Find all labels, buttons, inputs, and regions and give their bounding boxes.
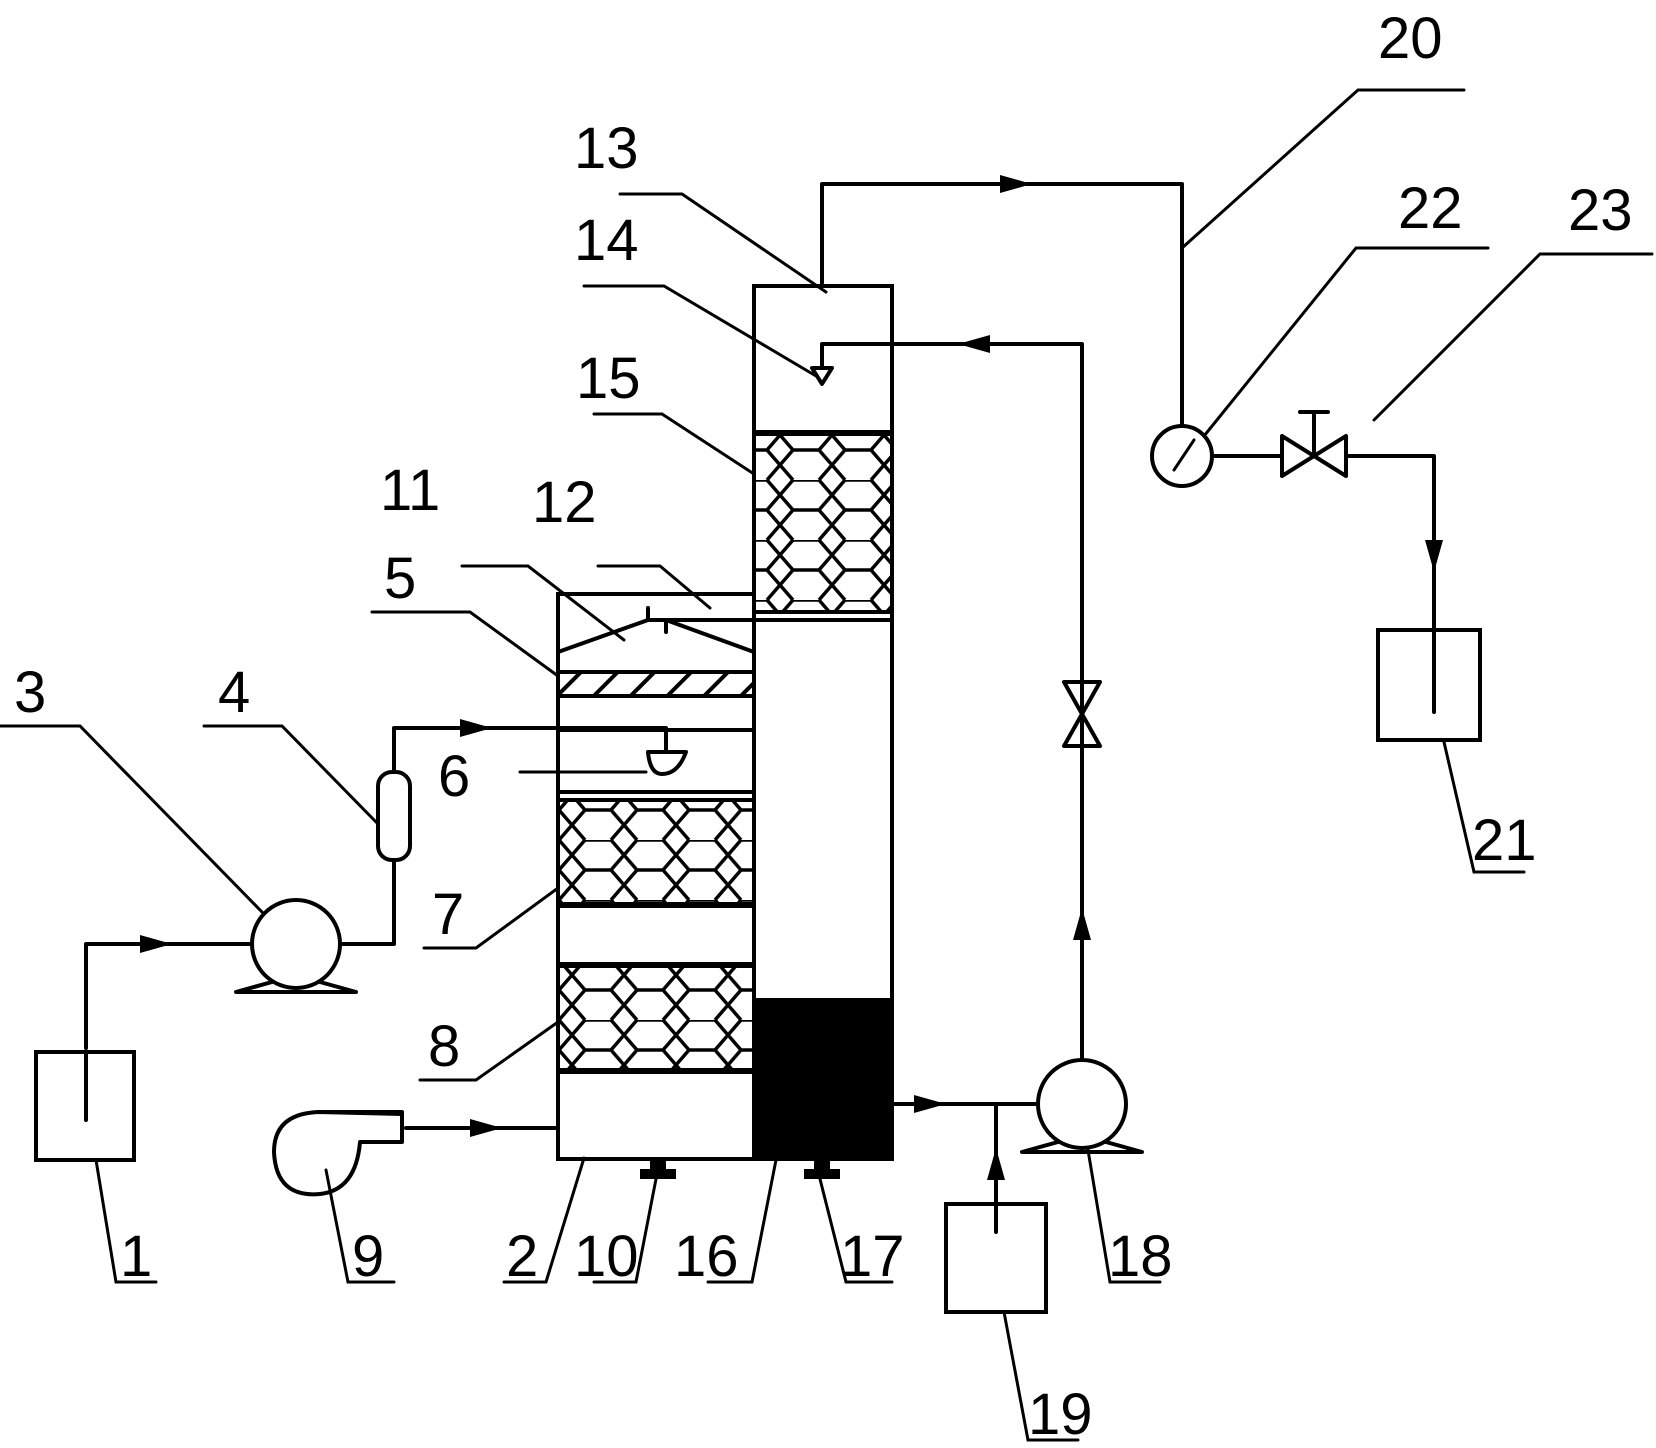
label-9: 9 (352, 1224, 384, 1289)
label-7: 7 (432, 882, 464, 947)
packing-layer-lower (556, 964, 756, 1072)
label-5: 5 (384, 546, 416, 611)
piping (84, 182, 1436, 1232)
tank-1 (34, 1050, 136, 1162)
label-11: 11 (380, 458, 440, 523)
part-labels: 1 2 3 4 5 6 7 8 9 10 11 12 13 14 15 16 1… (14, 6, 1633, 1447)
demister-layer (556, 670, 756, 698)
label-2: 2 (506, 1224, 538, 1289)
pump-18-icon (1020, 1058, 1144, 1154)
scrubber-tower-right (752, 284, 894, 1179)
label-16: 16 (674, 1224, 739, 1289)
liquid-pool (754, 998, 892, 1159)
valve-loop-icon (1062, 680, 1102, 748)
label-21: 21 (1472, 808, 1537, 873)
packing-layer-upper (556, 798, 756, 906)
label-19: 19 (1028, 1382, 1093, 1447)
label-8: 8 (428, 1014, 460, 1079)
label-18: 18 (1108, 1224, 1173, 1289)
label-13: 13 (574, 116, 639, 181)
tank-21 (1376, 628, 1482, 742)
label-22: 22 (1398, 176, 1463, 241)
scrubber-tower-left (556, 592, 760, 1179)
label-6: 6 (438, 744, 470, 809)
label-17: 17 (840, 1224, 905, 1289)
leader-lines (0, 88, 1654, 1442)
pump-3-icon (234, 898, 358, 994)
flow-arrows (140, 175, 1443, 1180)
label-20: 20 (1378, 6, 1443, 71)
label-3: 3 (14, 660, 46, 725)
label-1: 1 (120, 1224, 152, 1289)
label-12: 12 (532, 470, 597, 535)
flowmeter-4-icon (376, 770, 412, 862)
label-15: 15 (576, 346, 641, 411)
spray-nozzle-icon (646, 750, 688, 776)
label-4: 4 (218, 660, 250, 725)
pressure-gauge-22-icon (1150, 418, 1214, 488)
tank-19 (944, 1202, 1048, 1314)
valve-23-icon (1280, 410, 1348, 478)
label-23: 23 (1568, 178, 1633, 243)
packing-layer-top (752, 432, 894, 614)
label-10: 10 (574, 1224, 639, 1289)
blower-9-icon (272, 1110, 404, 1197)
label-14: 14 (574, 208, 639, 273)
